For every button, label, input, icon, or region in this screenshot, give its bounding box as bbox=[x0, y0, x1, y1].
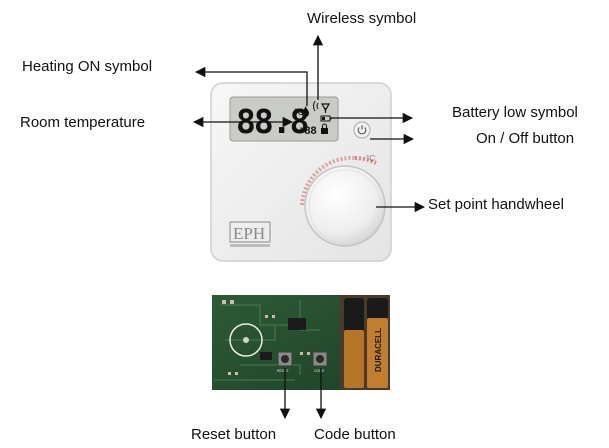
label-on-off-button: On / Off button bbox=[476, 130, 575, 147]
label-room-temperature: Room temperature bbox=[20, 114, 146, 131]
dial-unit-label: °C bbox=[366, 154, 375, 163]
lcd-unit: °C bbox=[294, 107, 305, 117]
label-wireless-symbol: Wireless symbol bbox=[307, 10, 417, 27]
label-battery-low-symbol: Battery low symbol bbox=[452, 104, 578, 121]
flame-icon bbox=[303, 106, 309, 117]
label-reset-button: Reset button bbox=[191, 426, 277, 443]
label-code-button: Code button bbox=[314, 426, 396, 443]
antenna-icon bbox=[313, 100, 331, 113]
svg-text:EPH: EPH bbox=[233, 224, 265, 243]
arrow-heating-on bbox=[194, 66, 308, 106]
lcd-display: 88.8 °C +88 bbox=[229, 96, 339, 142]
batteries: DURACELL bbox=[340, 295, 390, 390]
thermostat-device: 88.8 °C +88 bbox=[210, 82, 392, 262]
battery-brand: DURACELL bbox=[374, 328, 383, 372]
on-off-button[interactable] bbox=[353, 121, 371, 139]
reset-button[interactable] bbox=[277, 351, 293, 367]
code-tag: CODE bbox=[314, 369, 325, 373]
power-icon bbox=[357, 125, 367, 135]
lock-icon bbox=[321, 123, 328, 134]
eph-logo: EPH bbox=[229, 221, 271, 247]
label-heating-on-symbol: Heating ON symbol bbox=[22, 58, 153, 75]
set-point-handwheel[interactable] bbox=[304, 165, 386, 247]
code-button[interactable] bbox=[312, 351, 328, 367]
temperature-scale-arc bbox=[300, 155, 356, 206]
reset-tag: RESET bbox=[277, 369, 290, 373]
lcd-small-digits: +88 bbox=[298, 125, 317, 137]
circuit-board-photo: RESET CODE DURACELL bbox=[212, 295, 390, 390]
label-set-point-handwheel: Set point handwheel bbox=[428, 196, 564, 213]
callout-arrows bbox=[192, 34, 426, 420]
